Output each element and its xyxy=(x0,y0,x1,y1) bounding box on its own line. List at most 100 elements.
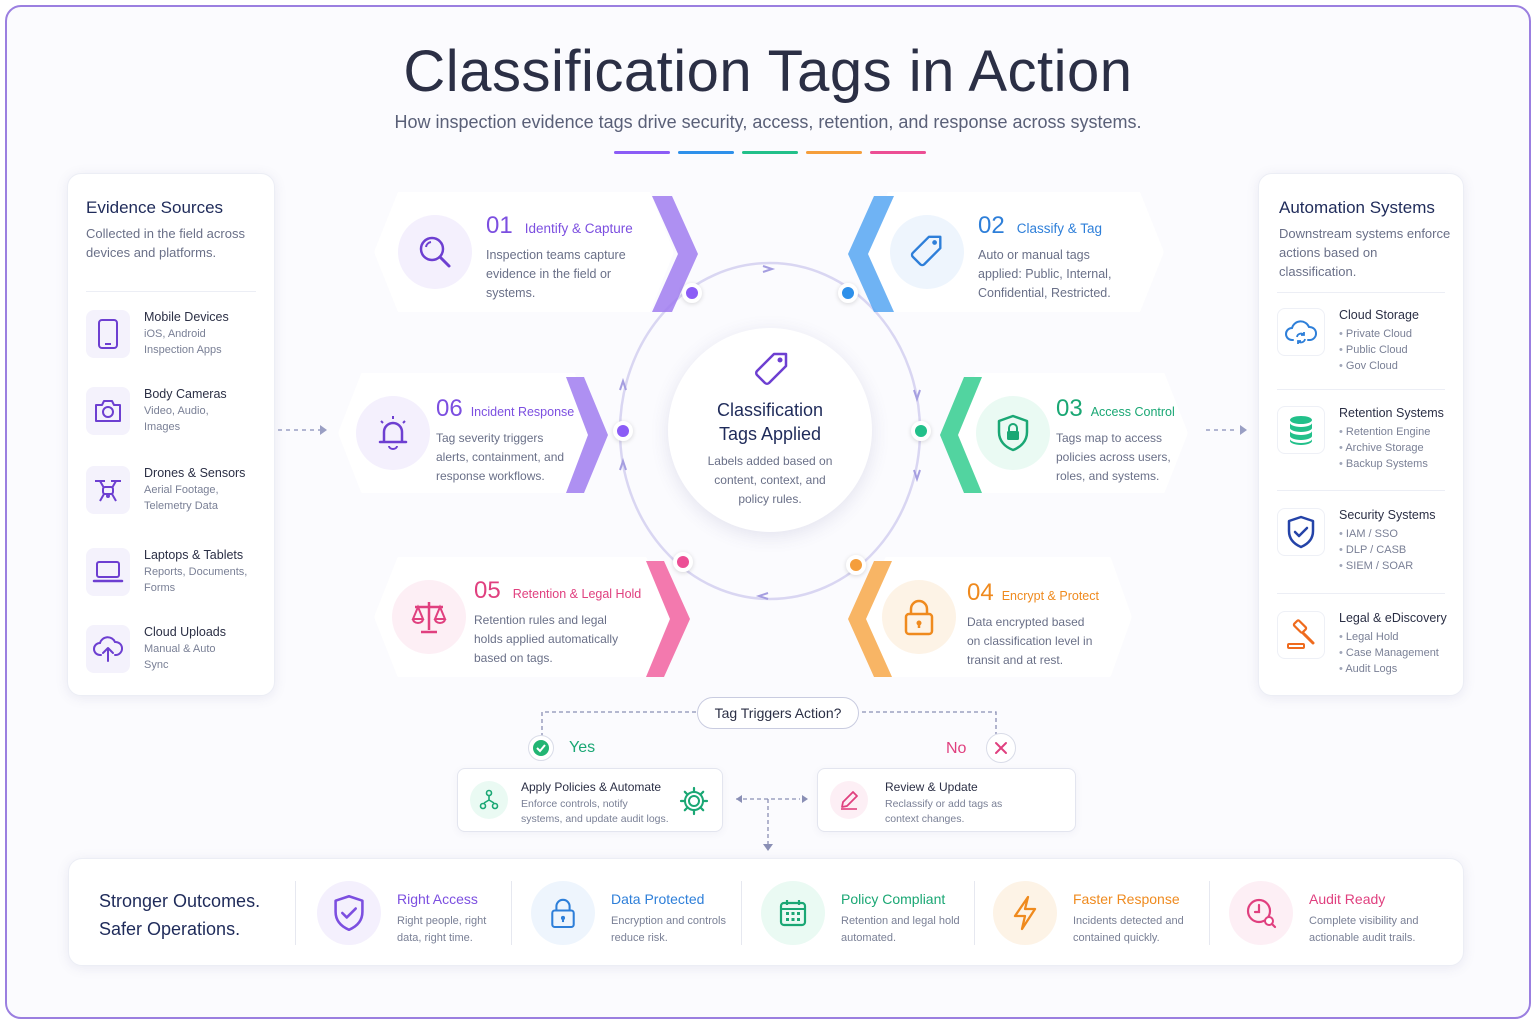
page-subtitle: How inspection evidence tags drive secur… xyxy=(394,112,1142,132)
automation-item-title: Security Systems xyxy=(1339,508,1436,522)
yes-label: Yes xyxy=(569,739,596,756)
apply-policies-description: Enforce controls, notify systems, and up… xyxy=(521,798,669,825)
automation-description: Downstream systems enforce actions based… xyxy=(1279,226,1451,279)
outcome-title: Audit Ready xyxy=(1309,891,1386,907)
no-x-icon xyxy=(986,733,1016,763)
step-description: Data encrypted based on classification l… xyxy=(967,615,1093,667)
review-update-card[interactable]: Review & Update Reclassify or add tags a… xyxy=(817,768,1076,832)
step-03-accent-chevron xyxy=(940,377,982,493)
source-subtitle: Manual & Auto Sync xyxy=(144,643,216,671)
automation-item-security-systems[interactable]: Security Systems IAM / SSO DLP / CASB SI… xyxy=(1277,508,1436,574)
center-classification-hub: Classification Tags Applied Labels added… xyxy=(668,328,872,532)
outcome-description: Right people, right data, right time. xyxy=(397,915,487,944)
step-description: Auto or manual tags applied: Public, Int… xyxy=(978,248,1112,300)
divider xyxy=(741,881,742,945)
step-number: 04 xyxy=(967,579,994,606)
step-name: Encrypt & Protect xyxy=(1001,589,1099,603)
automation-item-cloud-storage[interactable]: Cloud Storage Private Cloud Public Cloud… xyxy=(1277,308,1419,374)
automation-item-title: Cloud Storage xyxy=(1339,308,1419,322)
automation-item-bullets: Retention Engine Archive Storage Backup … xyxy=(1339,424,1444,472)
outcome-title: Data Protected xyxy=(611,891,705,907)
shield-check-icon xyxy=(317,881,381,945)
automation-item-retention-systems[interactable]: Retention Systems Retention Engine Archi… xyxy=(1277,406,1444,472)
divider xyxy=(511,881,512,945)
source-subtitle: iOS, Android Inspection Apps xyxy=(144,328,222,356)
ring-marker-04 xyxy=(846,555,866,575)
sources-to-cycle-arrow xyxy=(278,425,327,435)
automation-item-title: Retention Systems xyxy=(1339,406,1444,420)
step-description: Tags map to access policies across users… xyxy=(1056,431,1171,483)
step-02-accent-chevron xyxy=(848,196,894,312)
gear-icon xyxy=(678,785,710,822)
source-subtitle: Reports, Documents, Forms xyxy=(144,566,248,594)
automation-item-legal-ediscovery[interactable]: Legal & eDiscovery Legal Hold Case Manag… xyxy=(1277,611,1447,677)
evidence-sources-title: Evidence Sources xyxy=(86,198,224,217)
outcome-title: Policy Compliant xyxy=(841,891,946,907)
source-title: Drones & Sensors xyxy=(144,466,246,480)
database-icon xyxy=(1277,406,1325,454)
outcome-title: Faster Response xyxy=(1073,891,1180,907)
step-name: Access Control xyxy=(1090,405,1175,419)
edit-pencil-icon xyxy=(830,781,868,819)
automation-item-bullets: Private Cloud Public Cloud Gov Cloud xyxy=(1339,326,1419,374)
apply-policies-title: Apply Policies & Automate xyxy=(521,780,662,794)
step-04-accent-chevron xyxy=(848,561,892,677)
page-title: Classification Tags in Action xyxy=(403,39,1133,104)
bullet: DLP / CASB xyxy=(1339,542,1436,558)
divider xyxy=(1277,593,1445,594)
divider xyxy=(86,291,256,292)
bullet: Backup Systems xyxy=(1339,456,1444,472)
divider xyxy=(1277,490,1445,491)
decision-question: Tag Triggers Action? xyxy=(697,697,859,729)
no-label: No xyxy=(946,740,967,757)
outcome-description: Encryption and controls reduce risk. xyxy=(611,915,726,944)
bullet: Gov Cloud xyxy=(1339,358,1419,374)
tag-icon xyxy=(890,215,964,289)
yes-check-icon xyxy=(528,735,554,761)
divider xyxy=(295,881,296,945)
apply-policies-card[interactable]: Apply Policies & Automate Enforce contro… xyxy=(457,768,723,832)
automation-item-bullets: IAM / SSO DLP / CASB SIEM / SOAR xyxy=(1339,526,1436,574)
bullet: Retention Engine xyxy=(1339,424,1444,440)
bullet: IAM / SSO xyxy=(1339,526,1436,542)
step-04-encrypt-protect[interactable]: 04 Encrypt & Protect Data encrypted based… xyxy=(864,557,1132,677)
lightning-icon xyxy=(993,881,1057,945)
step-description: Inspection teams capture evidence in the… xyxy=(486,248,626,300)
cycle-to-automation-arrow xyxy=(1206,425,1247,435)
center-description: Labels added based on content, context, … xyxy=(707,454,833,506)
accent-bar xyxy=(678,151,734,154)
bullet: Audit Logs xyxy=(1339,661,1447,677)
center-title: Classification Tags Applied xyxy=(716,400,824,444)
outcome-description: Incidents detected and contained quickly… xyxy=(1073,915,1184,944)
calendar-icon xyxy=(761,881,825,945)
padlock-icon xyxy=(531,881,595,945)
audit-clock-icon xyxy=(1229,881,1293,945)
accent-bar xyxy=(870,151,926,154)
step-number: 02 xyxy=(978,212,1005,239)
source-title: Laptops & Tablets xyxy=(144,548,244,562)
smartphone-icon xyxy=(86,310,130,358)
review-update-title: Review & Update xyxy=(885,780,978,794)
bullet: Private Cloud xyxy=(1339,326,1419,342)
outcome-description: Complete visibility and actionable audit… xyxy=(1309,915,1419,944)
step-number: 01 xyxy=(486,212,513,239)
accent-bar xyxy=(742,151,798,154)
step-description: Retention rules and legal holds applied … xyxy=(474,613,619,665)
automation-item-title: Legal & eDiscovery xyxy=(1339,611,1447,625)
padlock-icon xyxy=(882,580,956,654)
divider xyxy=(1277,292,1445,293)
